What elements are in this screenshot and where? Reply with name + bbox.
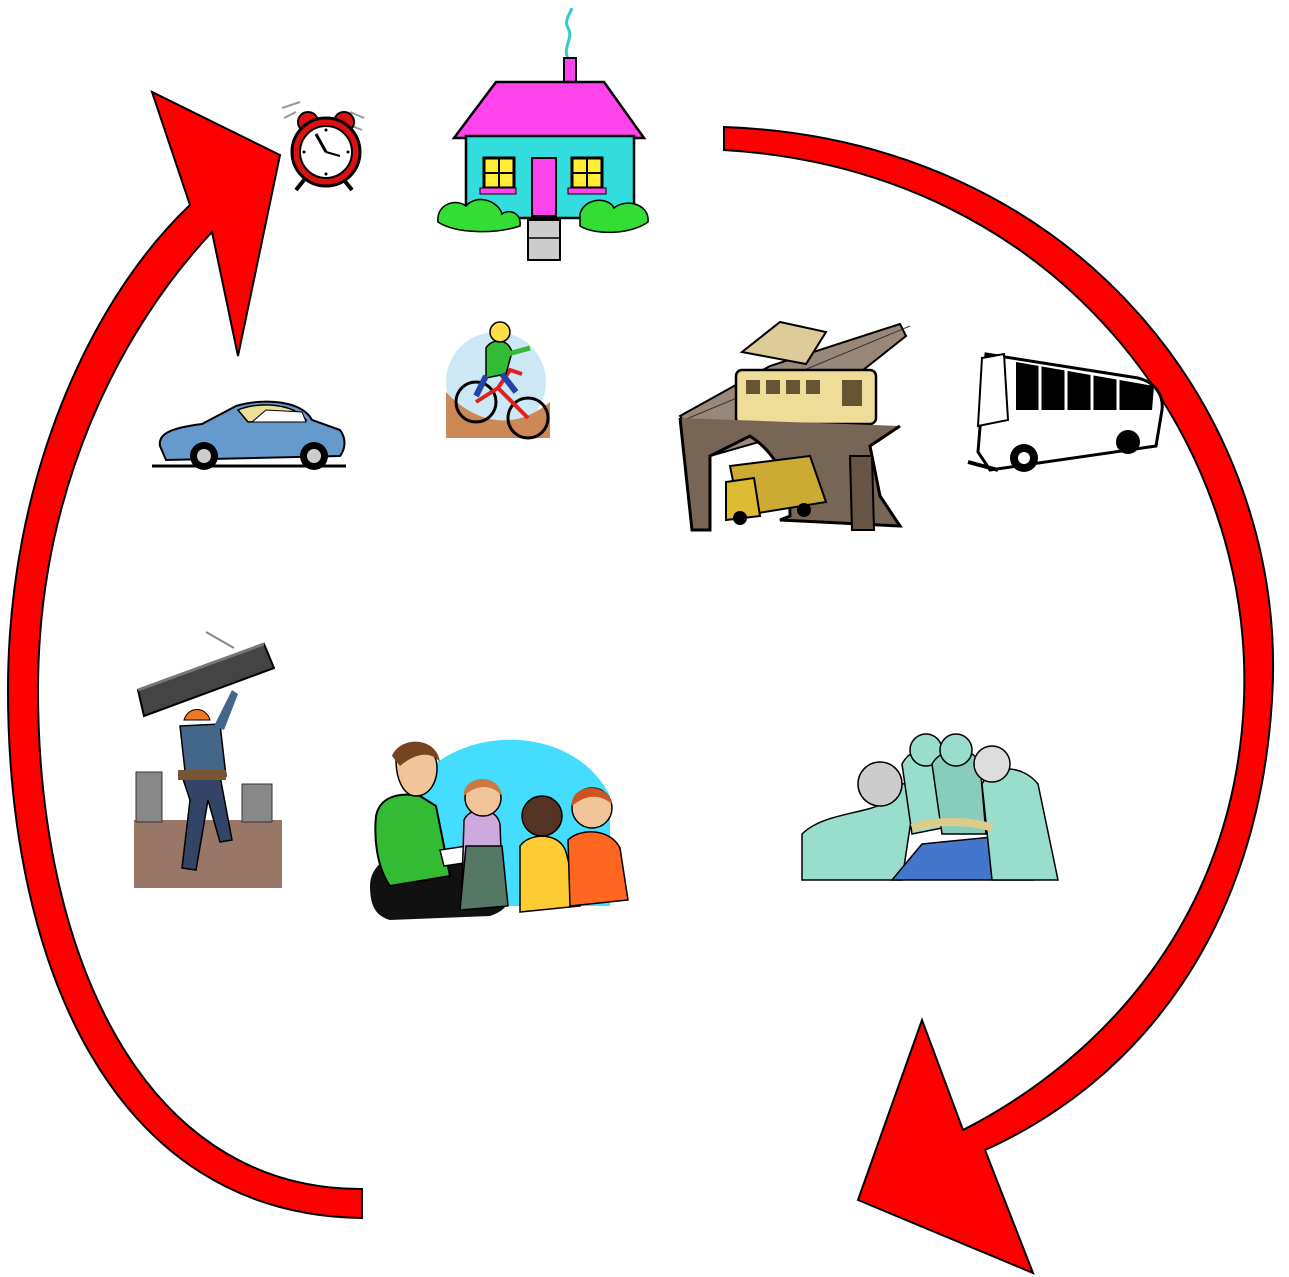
teacher-with-children-icon	[370, 739, 629, 920]
alarm-clock-icon	[281, 101, 365, 192]
cycle-arrow-left	[6, 90, 363, 1220]
construction-worker-icon	[134, 631, 282, 888]
car-icon	[152, 400, 346, 470]
elevated-train-icon	[678, 320, 911, 532]
surgeons-icon	[801, 733, 1059, 881]
cyclist-icon	[446, 321, 550, 440]
house-icon	[437, 7, 649, 261]
bus-icon	[967, 352, 1164, 472]
cycle-arrow-right	[723, 125, 1275, 1275]
